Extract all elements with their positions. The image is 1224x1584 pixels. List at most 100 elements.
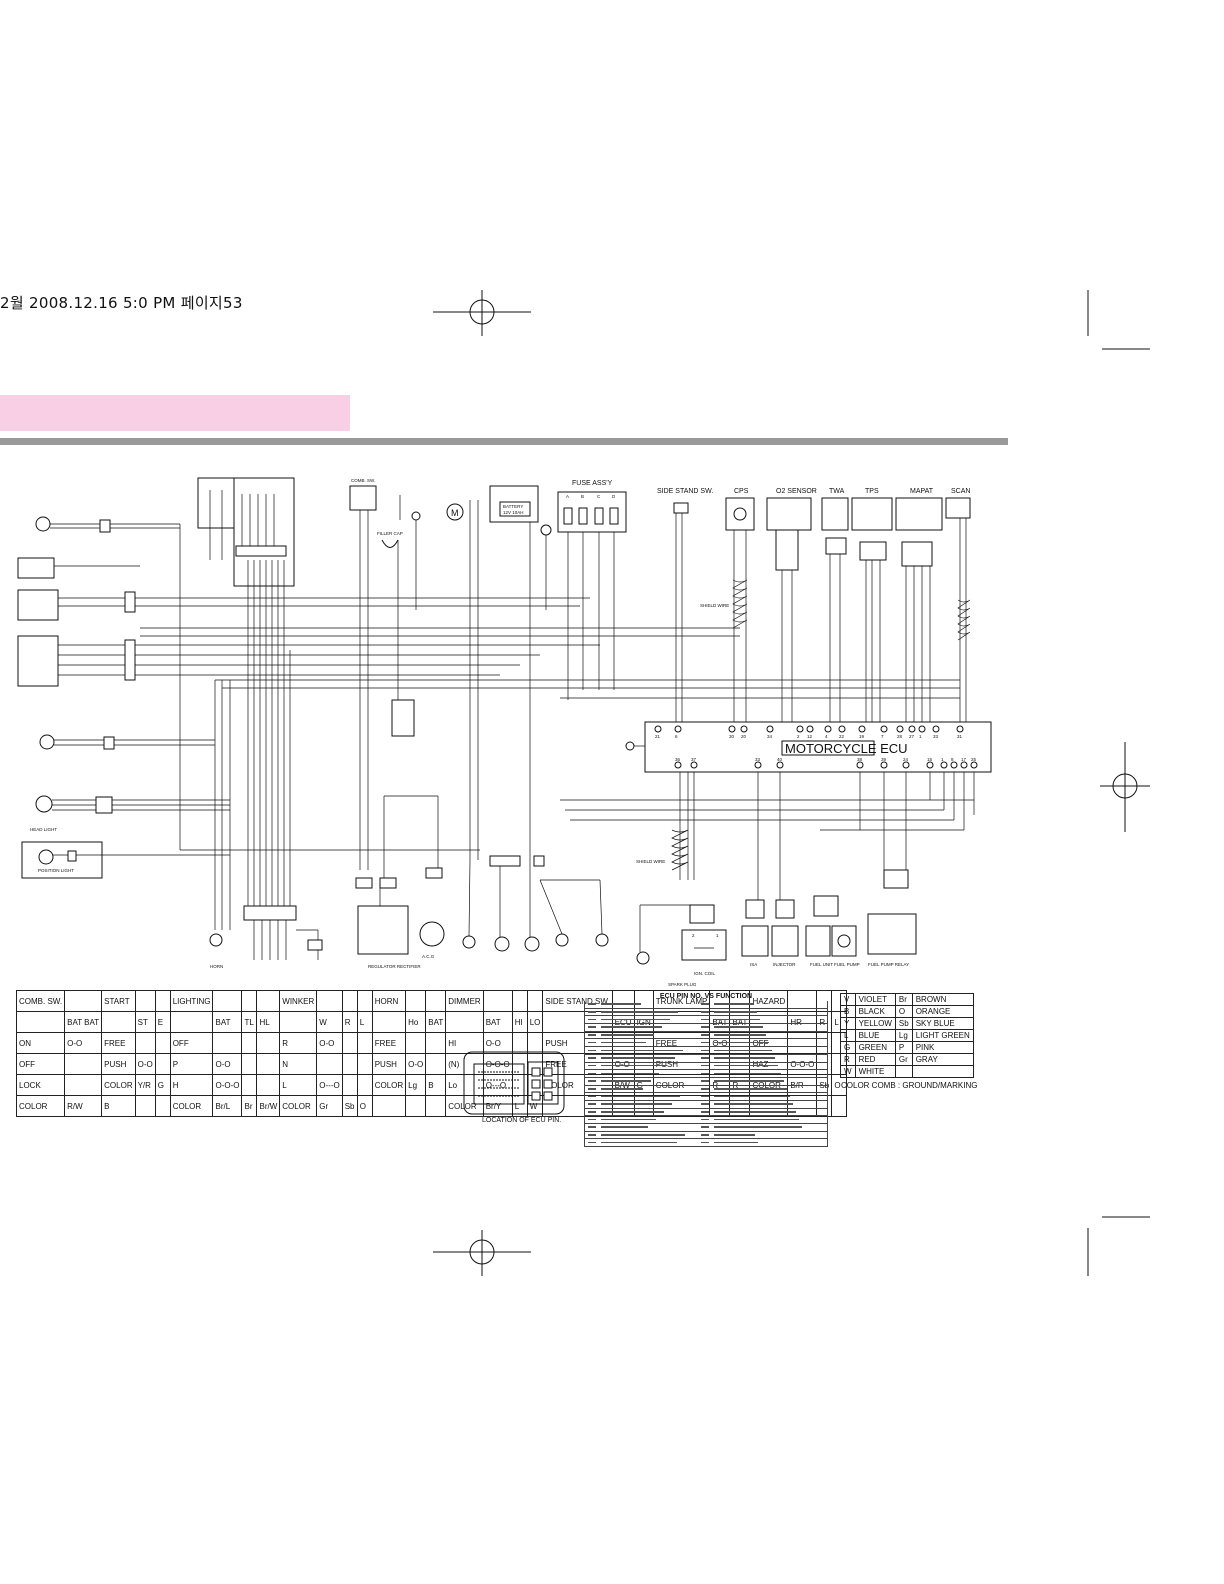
- color-table-cell: O: [894, 1005, 913, 1018]
- ecu-top-pin: [740, 725, 748, 733]
- switch-table-cell: [256, 1032, 281, 1054]
- switch-table-cell: [241, 1074, 258, 1096]
- switch-table-cell: HI: [445, 1032, 484, 1054]
- switch-table-cell: [425, 1095, 447, 1117]
- ecu-top-pin: [908, 725, 916, 733]
- switch-table-cell: [169, 1011, 214, 1033]
- ecu-bottom-pin-number: 24: [903, 757, 909, 762]
- crop-mark-bottom-center: [433, 1230, 531, 1276]
- regulator-rectifier: REGULATOR RECTIFIER: [355, 795, 439, 969]
- switch-table-cell: PUSH: [371, 1053, 407, 1075]
- switch-table-cell: [405, 1032, 427, 1054]
- switch-table-cell: [241, 1053, 258, 1075]
- svg-text:SHIELD WIRE: SHIELD WIRE: [700, 603, 729, 608]
- fuse-assy: FUSE ASS'Y A B C D: [557, 480, 627, 700]
- ecu-top-pin-number: 27: [909, 734, 915, 739]
- svg-text:REGULATOR RECTIFIER: REGULATOR RECTIFIER: [368, 964, 421, 969]
- switch-table-cell: [405, 1095, 427, 1117]
- ecu-top-pin: [766, 725, 774, 733]
- front-stop-switch: [197, 477, 235, 560]
- color-table-cell: [911, 1065, 974, 1078]
- ecu-pin-row: [584, 1031, 828, 1040]
- svg-text:12V 10AH: 12V 10AH: [503, 510, 524, 515]
- lower-left-connector: [243, 905, 323, 960]
- ecu-top-pin: [824, 725, 832, 733]
- ecu-bottom-pin: [940, 761, 948, 769]
- color-table-cell: Y: [840, 1017, 856, 1030]
- battery: BATTERY 12V 10AH: [489, 485, 552, 870]
- ecu-top-pin-number: 30: [729, 734, 735, 739]
- switch-table-cell: [356, 1074, 373, 1096]
- svg-text:HORN: HORN: [210, 964, 223, 969]
- ecu-bottom-pin: [754, 761, 762, 769]
- front-turn-signal-right: [35, 516, 180, 533]
- svg-text:FUEL PUMP RELAY: FUEL PUMP RELAY: [868, 962, 909, 967]
- switch-table-cell: [279, 1011, 318, 1033]
- switch-table-cell: COLOR: [371, 1074, 407, 1096]
- tps-sensor: TPS: [851, 488, 893, 722]
- ecu-bottom-pin: [690, 761, 698, 769]
- switch-table-cell: ST: [134, 1011, 156, 1033]
- switch-table-cell: HL: [256, 1011, 281, 1033]
- switch-table-cell: BAT: [482, 1011, 513, 1033]
- ecu-pin-row: [584, 1085, 828, 1094]
- switch-table-cell: W: [316, 1011, 343, 1033]
- switch-table-cell: [154, 1053, 171, 1075]
- speedo-meter-cluster: [17, 557, 140, 687]
- svg-text:FUEL PUMP: FUEL PUMP: [834, 962, 860, 967]
- switch-table-cell: LOCK: [15, 1074, 66, 1096]
- ecu-location-label: LOCATION OF ECU PIN.: [482, 1117, 562, 1124]
- ecu-top-pin: [806, 725, 814, 733]
- ecu-top-pin-number: 7: [881, 734, 884, 739]
- ecu-pin-row: [584, 1062, 828, 1071]
- svg-text:O2 SENSOR: O2 SENSOR: [776, 488, 817, 495]
- switch-table-cell: [831, 1095, 848, 1117]
- switch-table-cell: O: [356, 1095, 373, 1117]
- ecu-bottom-pin-number: 36: [675, 757, 681, 762]
- ecu-bottom-pin: [902, 761, 910, 769]
- color-table-cell: L: [840, 1029, 856, 1042]
- spark-plug: SPARK PLUG: [636, 951, 697, 987]
- color-table-cell: ORANGE: [911, 1005, 974, 1018]
- ecu-pin-row: [584, 1116, 828, 1124]
- switch-table-cell: [341, 1074, 358, 1096]
- switch-table-cell: [15, 1011, 66, 1033]
- switch-table-cell: LO: [526, 1011, 544, 1033]
- color-table-cell: YELLOW: [854, 1017, 896, 1030]
- switch-table-cell: [341, 1053, 358, 1075]
- o2-sensor: O2 SENSOR: [766, 488, 817, 722]
- switch-table-cell: R: [341, 1011, 358, 1033]
- color-table-cell: BLACK: [854, 1005, 896, 1018]
- switch-table-cell: O-O: [64, 1032, 103, 1054]
- ecu-pin-row: [584, 1093, 828, 1101]
- switch-table-cell: BAT BAT: [64, 1011, 103, 1033]
- svg-text:FUSE ASS'Y: FUSE ASS'Y: [572, 480, 613, 487]
- svg-text:FILLER CAP: FILLER CAP: [377, 531, 403, 536]
- cps-sensor: CPS SHIELD WIRE: [700, 488, 755, 722]
- switch-table-cell: [425, 1032, 447, 1054]
- ecu-bottom-pin-number: 40: [777, 757, 783, 762]
- svg-text:A: A: [566, 494, 569, 499]
- ecu-pin-row: [584, 1001, 828, 1009]
- filler-cap: FILLER CAP: [377, 531, 415, 737]
- switch-table-cell: BAT: [425, 1011, 447, 1033]
- color-table-cell: Gr: [894, 1053, 913, 1066]
- fuel-unit: FUEL UNIT: [805, 895, 839, 967]
- switch-table-cell: [482, 990, 513, 1012]
- ecu-bottom-pin: [856, 761, 864, 769]
- switch-table-cell: [154, 1032, 171, 1054]
- color-table-cell: GREEN: [854, 1041, 896, 1054]
- color-table-cell: VIOLET: [854, 993, 896, 1006]
- switch-table-cell: O-O: [134, 1053, 156, 1075]
- ecu-top-pin-number: 19: [859, 734, 865, 739]
- svg-text:MAPAT: MAPAT: [910, 488, 934, 495]
- ecu-label: MOTORCYCLE ECU: [785, 741, 908, 756]
- switch-table-cell: TL: [241, 1011, 258, 1033]
- ecu-pin-row: [584, 1047, 828, 1055]
- switch-table-cell: [241, 1032, 258, 1054]
- svg-text:D: D: [612, 494, 616, 499]
- ecu-pin-row: [584, 1070, 828, 1078]
